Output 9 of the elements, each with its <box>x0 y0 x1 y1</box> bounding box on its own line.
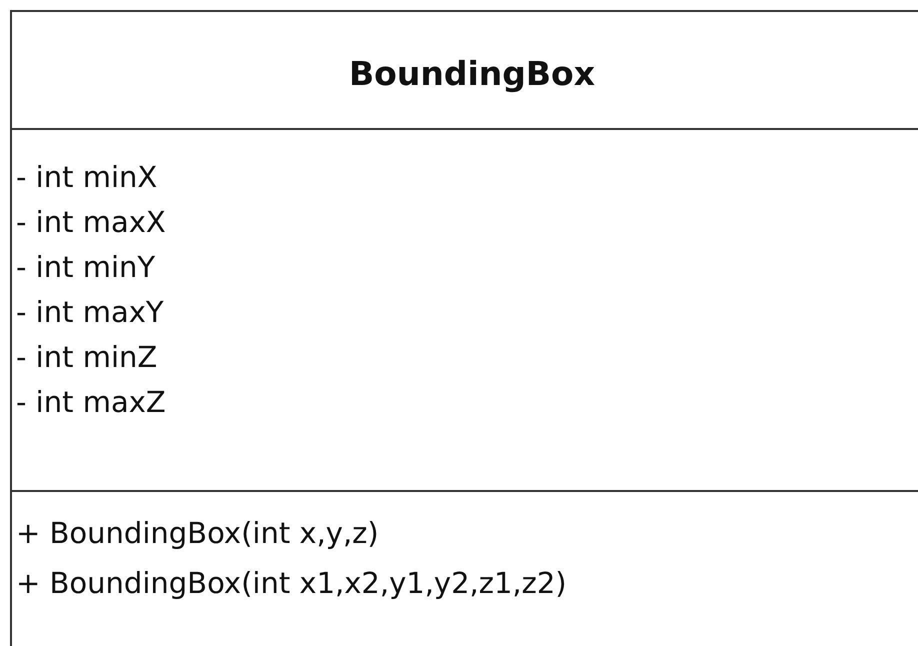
method-text: + BoundingBox(int x1,x2,y1,y2,z1,z2) <box>16 566 567 600</box>
attribute-text: - int minZ <box>16 340 158 374</box>
attribute-text: - int maxX <box>16 205 166 239</box>
method-text: + BoundingBox(int x,y,z) <box>16 516 379 550</box>
class-name: BoundingBox <box>349 54 595 93</box>
attribute-text: - int minX <box>16 160 158 194</box>
attribute-text: - int maxZ <box>16 385 166 419</box>
attribute-text: - int minY <box>16 250 156 284</box>
attribute-text: - int maxY <box>16 295 164 329</box>
